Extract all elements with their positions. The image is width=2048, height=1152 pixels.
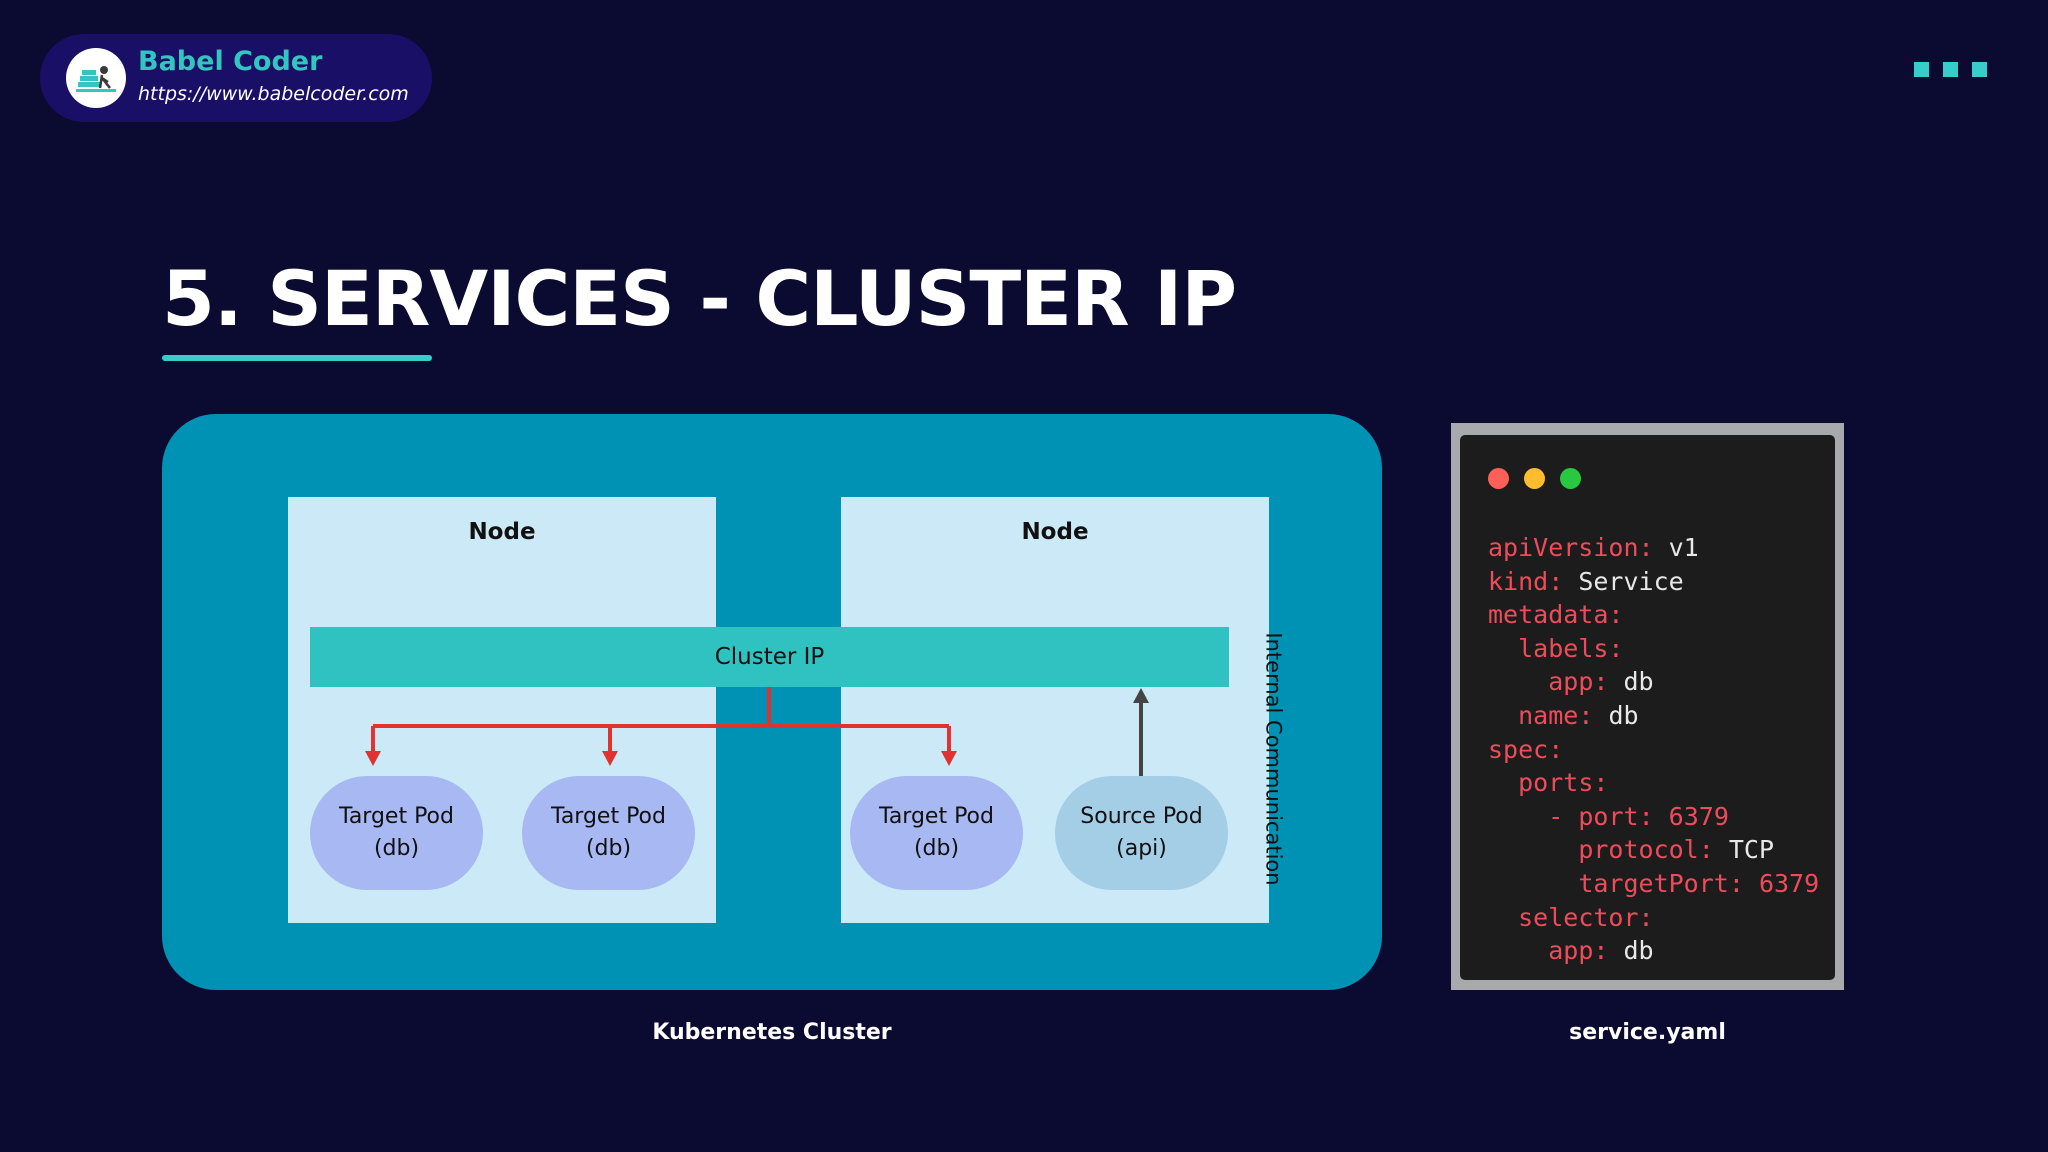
cluster-ip-bar: Cluster IP bbox=[310, 627, 1229, 687]
code-line: name: db bbox=[1518, 700, 1639, 730]
source-pod: Source Pod (api) bbox=[1055, 776, 1228, 890]
arrow-head-icon bbox=[941, 751, 957, 766]
yaml-code-block: apiVersion: v1 kind: Service metadata: lab… bbox=[1488, 531, 1819, 968]
routing-lines bbox=[371, 687, 951, 752]
kubernetes-cluster: Node Node Cluster IP Target Pod (db) Tar… bbox=[162, 414, 1382, 990]
code-line: - port: 6379 bbox=[1548, 801, 1729, 831]
arrow-head-icon bbox=[602, 751, 618, 766]
code-line: spec: bbox=[1488, 734, 1564, 764]
code-line: protocol: TCP bbox=[1578, 835, 1775, 865]
code-line: labels: bbox=[1518, 633, 1624, 663]
brand-name: Babel Coder bbox=[138, 46, 323, 77]
arrow-head-icon bbox=[365, 751, 381, 766]
target-pod: Target Pod (db) bbox=[850, 776, 1023, 890]
slide-title: 5. SERVICES - CLUSTER IP bbox=[162, 254, 1237, 343]
cluster-ip-label: Cluster IP bbox=[714, 644, 825, 670]
cluster-caption: Kubernetes Cluster bbox=[652, 1020, 892, 1045]
code-line: app: db bbox=[1548, 667, 1654, 697]
code-window: apiVersion: v1 kind: Service metadata: lab… bbox=[1460, 435, 1835, 980]
maximize-dot-icon bbox=[1560, 468, 1581, 489]
code-caption: service.yaml bbox=[1569, 1020, 1726, 1045]
target-pod: Target Pod (db) bbox=[310, 776, 483, 890]
code-line: targetPort: 6379 bbox=[1578, 868, 1820, 898]
code-line: selector: bbox=[1518, 902, 1654, 932]
target-pod: Target Pod (db) bbox=[522, 776, 695, 890]
code-panel: apiVersion: v1 kind: Service metadata: lab… bbox=[1451, 423, 1844, 990]
code-line: metadata: bbox=[1488, 600, 1624, 630]
minimize-dot-icon bbox=[1524, 468, 1545, 489]
brand-logo-icon bbox=[66, 48, 126, 108]
node-label: Node bbox=[1021, 519, 1089, 545]
brand-url[interactable]: https://www.babelcoder.com bbox=[138, 83, 409, 105]
code-line: kind: Service bbox=[1488, 566, 1684, 596]
close-dot-icon bbox=[1488, 468, 1509, 489]
code-line: apiVersion: v1 bbox=[1488, 533, 1699, 562]
node-label: Node bbox=[468, 519, 536, 545]
code-line: ports: bbox=[1518, 768, 1609, 798]
internal-communication-label: Internal Communication bbox=[1262, 632, 1287, 886]
connector-arrows bbox=[365, 687, 1149, 776]
code-line: app: db bbox=[1548, 936, 1654, 966]
arrow-up-icon bbox=[1133, 688, 1149, 703]
title-underline bbox=[162, 355, 432, 361]
brand-badge[interactable]: Babel Coder https://www.babelcoder.com bbox=[40, 34, 432, 122]
